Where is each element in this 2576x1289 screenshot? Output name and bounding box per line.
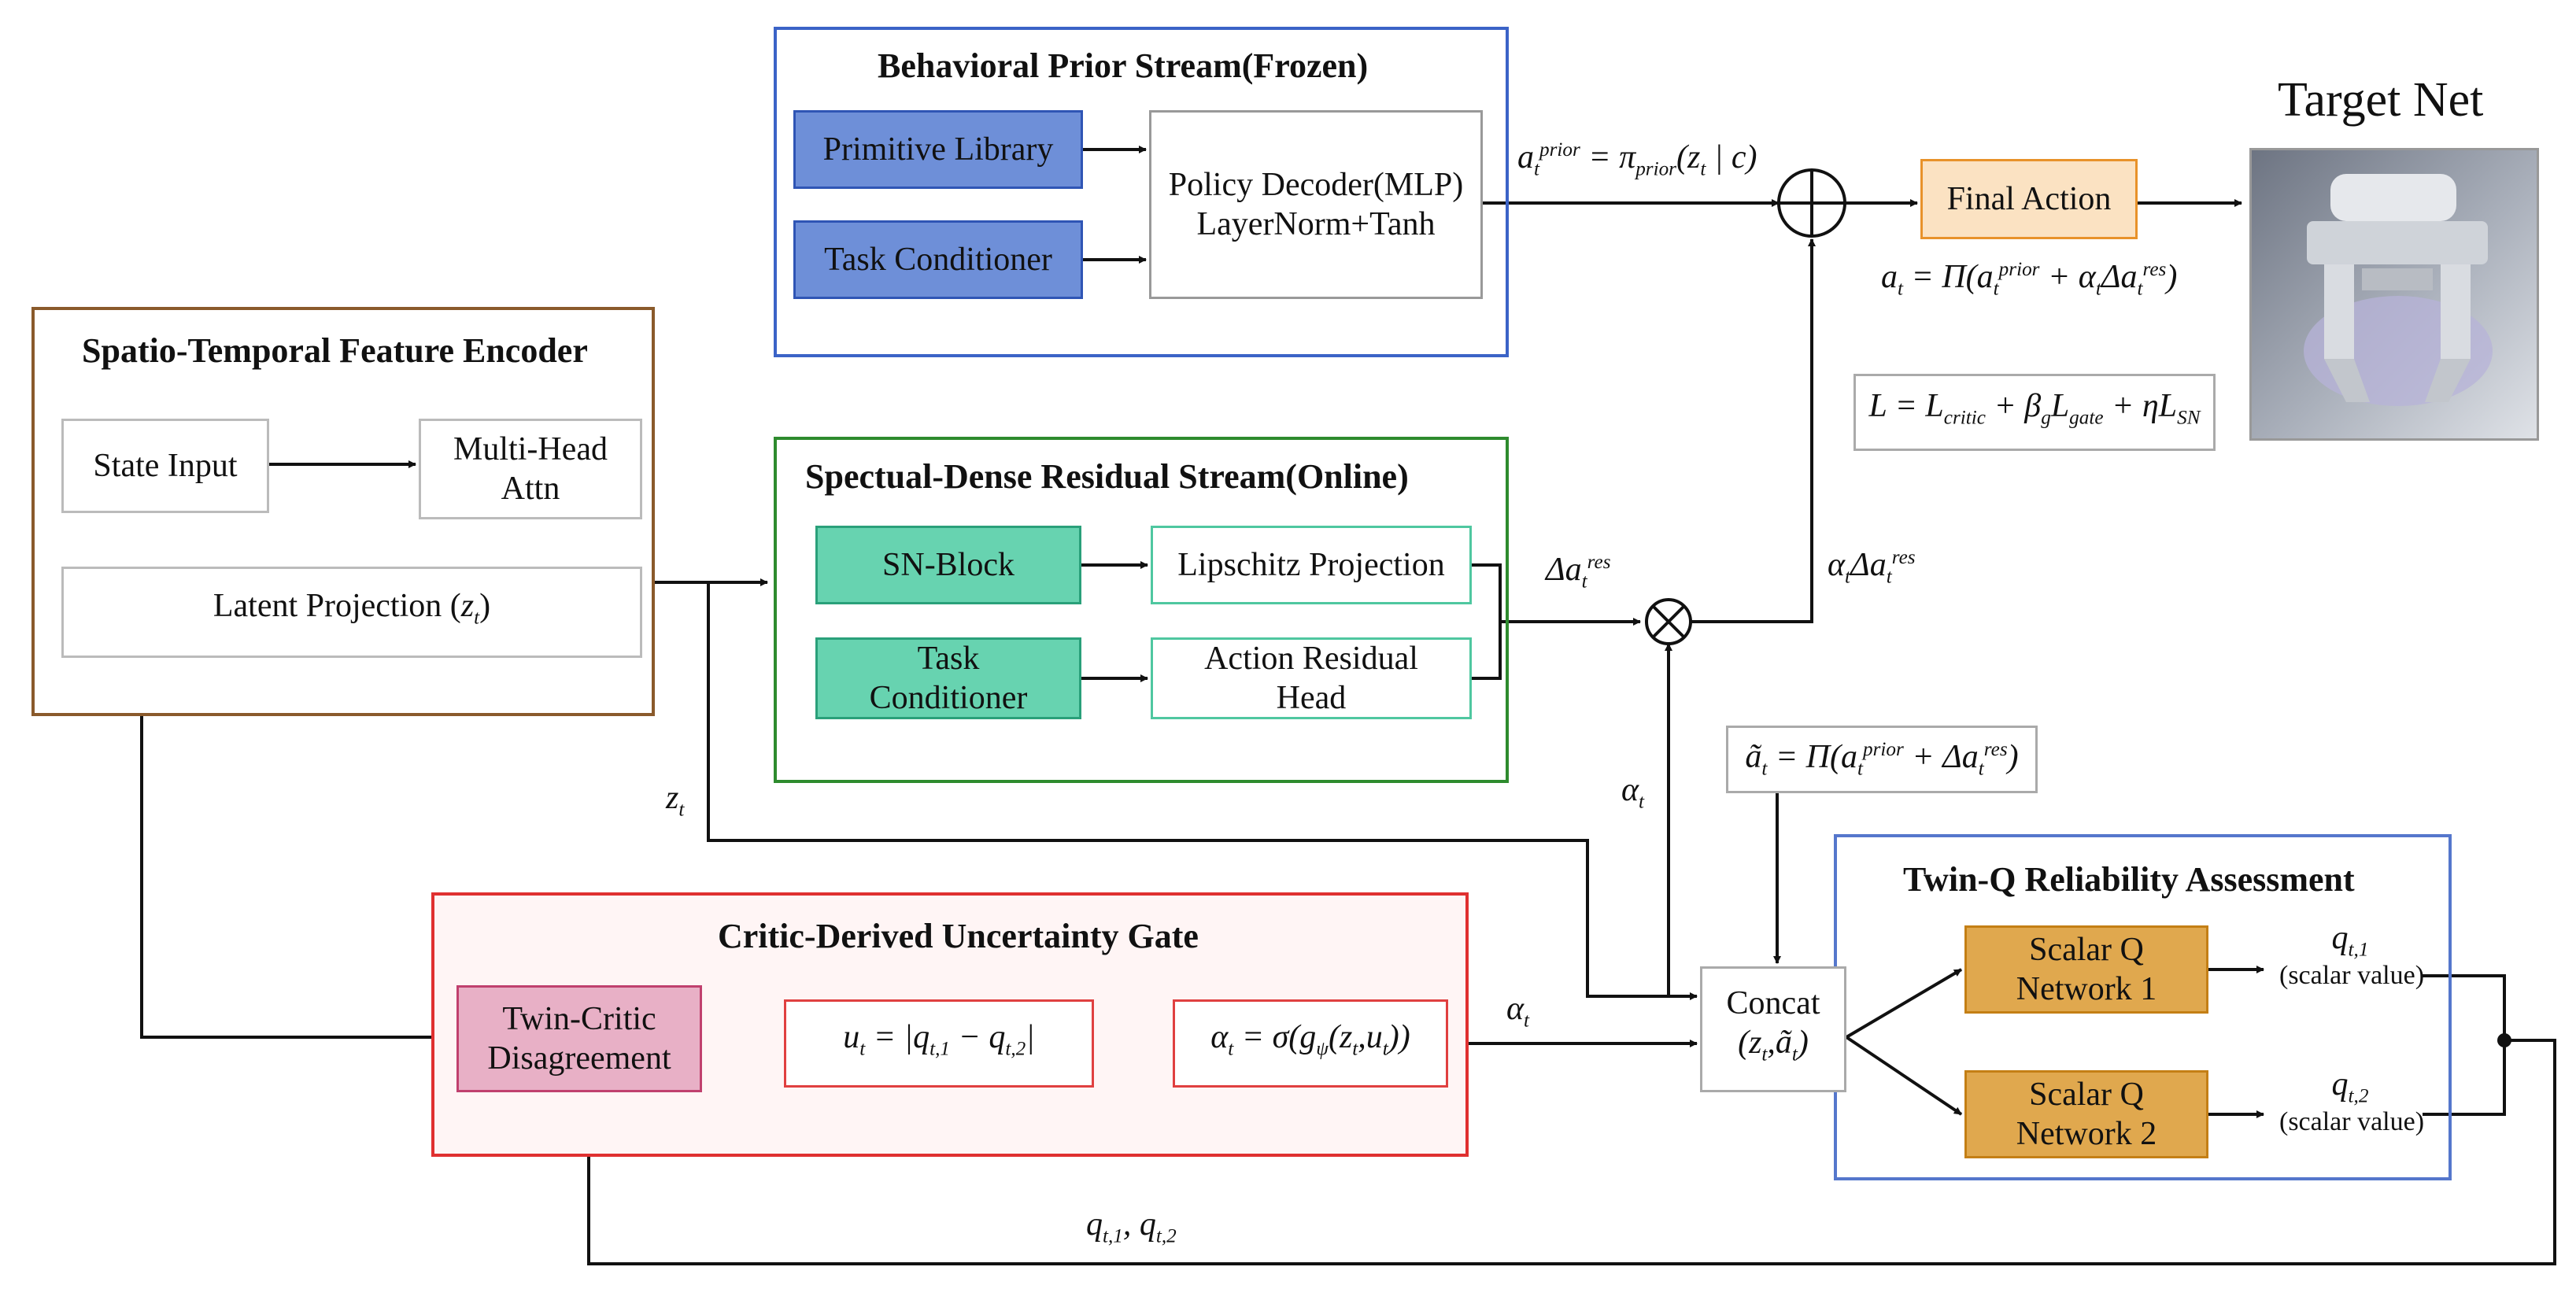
multiply-node	[1645, 598, 1692, 645]
encoder-title: Spatio-Temporal Feature Encoder	[82, 331, 588, 370]
gate-title: Critic-Derived Uncertainty Gate	[718, 917, 1199, 955]
latent-projection-box: Latent Projection (zt)	[61, 567, 642, 658]
loss-equation-box: L = Lcritic + βgLgate + ηLSN	[1853, 374, 2216, 451]
sum-node	[1777, 168, 1846, 238]
prior-action-equation: atprior = πprior(zt | c)	[1517, 139, 1757, 180]
twin-q-title: Twin-Q Reliability Assessment	[1903, 860, 2355, 899]
policy-decoder-box: Policy Decoder(MLP)LayerNorm+Tanh	[1149, 110, 1483, 299]
arrow-feedback-to-gate	[585, 1039, 2556, 1265]
robot-gripper-image	[2249, 148, 2539, 441]
final-action-box: Final Action	[1920, 159, 2138, 239]
arrow-concat-to-q2	[1845, 1036, 1963, 1116]
uncertainty-formula-box: ut = |qt,1 − qt,2|	[784, 999, 1094, 1088]
q1-output-label: qt,1 (scalar value)	[2279, 920, 2425, 991]
state-input-box: State Input	[61, 419, 269, 513]
delta-residual-label: Δatres	[1546, 552, 1611, 593]
concat-box: Concat(zt,ãt)	[1700, 966, 1846, 1092]
prior-stream-title: Behavioral Prior Stream(Frozen)	[878, 46, 1369, 85]
line-encoder-to-gate	[140, 716, 453, 1039]
alpha-label-gate: αt	[1506, 991, 1530, 1032]
merge-dot	[2497, 1033, 2511, 1047]
alpha-label-upper: αt	[1621, 772, 1645, 813]
arrow-concat-to-q1	[1845, 968, 1963, 1039]
arrow-zt-to-concat	[707, 582, 1698, 1000]
q2-output-label: qt,2 (scalar value)	[2279, 1066, 2425, 1137]
target-net-title: Target Net	[2278, 73, 2484, 127]
alpha-formula-box: αt = σ(gψ(zt,ut))	[1173, 999, 1448, 1088]
prior-task-conditioner-box: Task Conditioner	[793, 220, 1083, 299]
sn-block-box: SN-Block	[815, 526, 1081, 604]
lipschitz-projection-box: Lipschitz Projection	[1151, 526, 1472, 604]
residual-stream-frame	[774, 437, 1509, 783]
tilde-action-equation-box: ãt = Π(atprior + Δatres)	[1726, 726, 2038, 793]
prior-stream-frame	[774, 27, 1509, 357]
zt-label: zt	[666, 780, 685, 821]
arrow-mult-to-sum	[1673, 238, 1816, 623]
feedback-q-label: qt,1, qt,2	[1086, 1206, 1177, 1247]
encoder-frame	[31, 307, 655, 716]
scaled-residual-label: αtΔatres	[1828, 547, 1916, 588]
final-action-equation: at = Π(atprior + αtΔatres)	[1881, 259, 2178, 300]
residual-stream-title: Spectual-Dense Residual Stream(Online)	[805, 457, 1409, 496]
primitive-library-box: Primitive Library	[793, 110, 1083, 189]
